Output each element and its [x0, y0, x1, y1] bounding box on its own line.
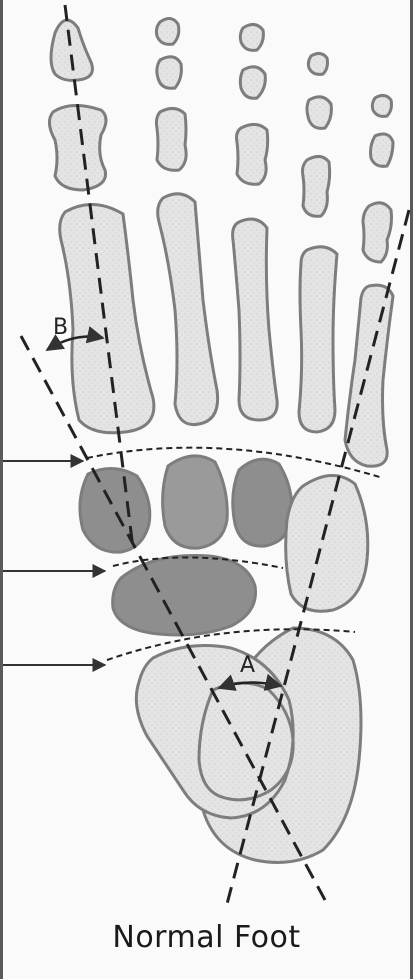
figure-frame: B A Normal Foot: [3, 0, 410, 979]
third-toe-distal-phalanx: [240, 24, 263, 50]
navicular: [113, 555, 256, 635]
third-toe-middle-phalanx: [240, 67, 265, 98]
third-metatarsal: [233, 219, 278, 420]
second-toe-proximal-phalanx: [156, 108, 186, 170]
tarsals: [80, 456, 368, 635]
second-toe-distal-phalanx: [156, 18, 178, 44]
second-toe-middle-phalanx: [157, 57, 182, 88]
fourth-toe-proximal-phalanx: [303, 156, 330, 216]
fifth-metatarsal: [345, 285, 393, 466]
third-toe-proximal-phalanx: [237, 124, 268, 184]
metatarsals: [60, 194, 393, 466]
cuboid: [286, 475, 368, 611]
angle-b-label: B: [53, 315, 68, 340]
fourth-metatarsal: [299, 247, 337, 432]
lateral-cuneiform: [233, 459, 292, 546]
medial-sesamoid: [80, 468, 150, 552]
fifth-toe-distal-phalanx: [372, 95, 391, 116]
figure-caption: Normal Foot: [3, 920, 410, 955]
fifth-toe-proximal-phalanx: [363, 203, 392, 262]
fourth-toe-distal-phalanx: [308, 53, 327, 74]
first-metatarsal: [60, 204, 154, 432]
foot-skeleton-diagram: B A: [3, 0, 410, 979]
hallux-distal-phalanx: [51, 20, 92, 80]
fifth-toe-middle-phalanx: [371, 134, 394, 166]
angle-a-label: A: [240, 653, 255, 678]
intermediate-cuneiform: [163, 456, 228, 548]
fourth-toe-middle-phalanx: [307, 97, 331, 129]
second-metatarsal: [158, 194, 218, 425]
